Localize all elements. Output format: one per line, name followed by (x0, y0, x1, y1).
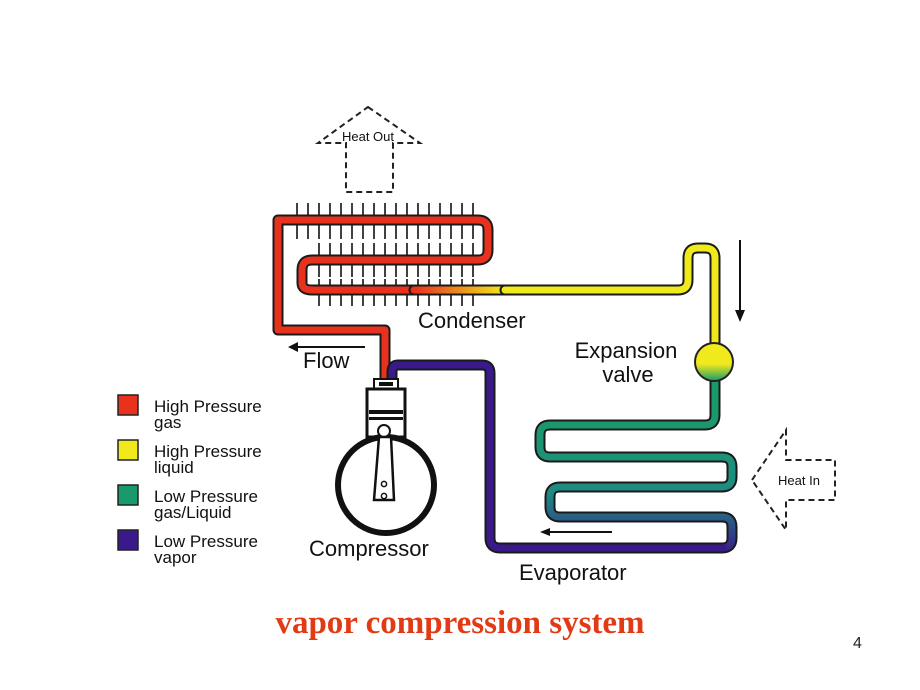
heat-out-arrow: Heat Out (314, 105, 424, 193)
legend-label-line2: liquid (154, 458, 194, 477)
diagram-caption: vapor compression system (275, 605, 645, 641)
legend-label-line2: vapor (154, 548, 197, 567)
page-number: 4 (853, 635, 862, 652)
heat-in-label: Heat In (778, 473, 820, 488)
legend-swatch (117, 484, 139, 506)
legend-swatch (117, 439, 139, 461)
condenser-coil (272, 214, 512, 386)
heat-in-arrow: Heat In (750, 426, 836, 534)
legend-swatch (117, 394, 139, 416)
legend-label-line1: Low Pressure (154, 487, 258, 506)
compressor (335, 378, 437, 536)
liquid-line (499, 242, 721, 354)
compressor-label: Compressor (309, 536, 429, 561)
legend-swatch (117, 529, 139, 551)
expansion-valve-label-line1: Expansion (575, 338, 678, 363)
legend-label-line1: High Pressure (154, 397, 262, 416)
condenser-label: Condenser (418, 308, 526, 333)
evaporator-label: Evaporator (519, 560, 627, 585)
legend-label-line1: Low Pressure (154, 532, 258, 551)
flow-arrow: Flow (288, 342, 365, 373)
evaporator-coil (386, 359, 738, 554)
evaporator-flow-arrow (540, 528, 612, 536)
expansion-valve (694, 342, 734, 382)
expansion-valve-label-line2: valve (602, 362, 653, 387)
legend-label-line1: High Pressure (154, 442, 262, 461)
legend-label-line2: gas (154, 413, 181, 432)
flow-label: Flow (303, 348, 350, 373)
legend-label-line2: gas/Liquid (154, 503, 232, 522)
flow-down-arrow (735, 240, 745, 322)
heat-out-label: Heat Out (342, 129, 394, 144)
